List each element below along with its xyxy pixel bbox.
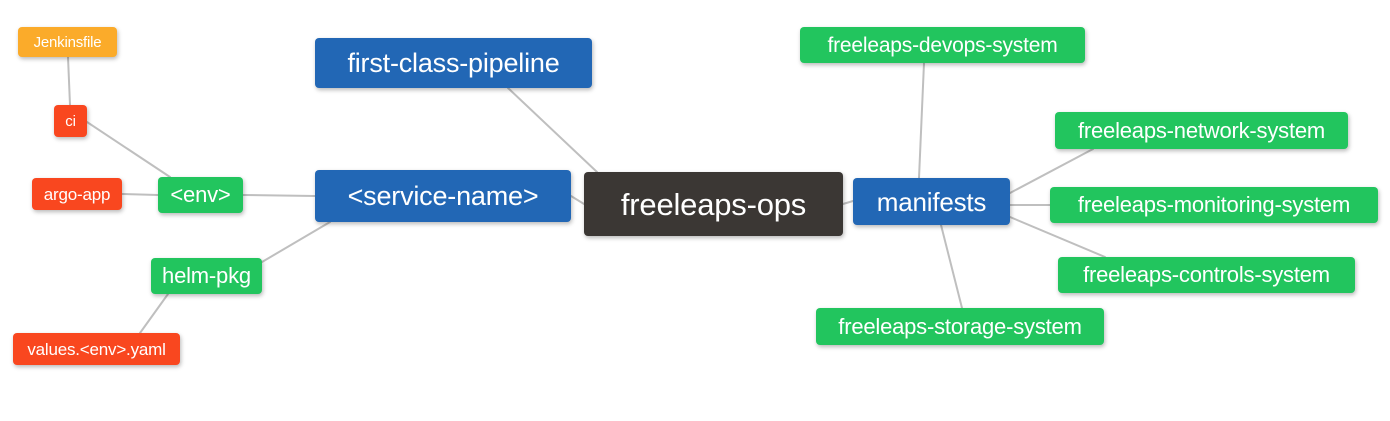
node-label-freeleaps-network-system: freeleaps-network-system bbox=[1077, 117, 1326, 143]
node-freeleaps-storage-system[interactable]: freeleaps-storage-system bbox=[816, 308, 1104, 345]
edge-manifests-to-freeleaps-storage-system bbox=[940, 224, 963, 309]
node-label-freeleaps-ops: freeleaps-ops bbox=[620, 186, 807, 222]
node-label-manifests: manifests bbox=[876, 186, 987, 217]
node-service-name[interactable]: <service-name> bbox=[315, 170, 571, 222]
node-label-freeleaps-storage-system: freeleaps-storage-system bbox=[838, 313, 1082, 339]
node-jenkinsfile[interactable]: Jenkinsfile bbox=[18, 27, 117, 57]
node-freeleaps-monitoring-system[interactable]: freeleaps-monitoring-system bbox=[1050, 187, 1378, 223]
node-helm-pkg[interactable]: helm-pkg bbox=[151, 258, 262, 294]
edge-freeleaps-ops-to-service-name bbox=[570, 195, 585, 205]
node-label-ci: ci bbox=[65, 112, 76, 130]
node-argo-app[interactable]: argo-app bbox=[32, 178, 122, 210]
node-first-class-pipeline[interactable]: first-class-pipeline bbox=[315, 38, 592, 88]
edge-manifests-to-freeleaps-devops-system bbox=[918, 62, 925, 179]
node-label-jenkinsfile: Jenkinsfile bbox=[33, 33, 102, 51]
node-label-first-class-pipeline: first-class-pipeline bbox=[347, 47, 560, 78]
node-label-service-name: <service-name> bbox=[347, 180, 539, 211]
node-env[interactable]: <env> bbox=[158, 177, 243, 213]
edge-ci-to-jenkinsfile bbox=[67, 56, 71, 106]
node-freeleaps-devops-system[interactable]: freeleaps-devops-system bbox=[800, 27, 1085, 63]
node-label-helm-pkg: helm-pkg bbox=[162, 263, 251, 288]
edge-manifests-to-freeleaps-controls-system bbox=[1009, 216, 1106, 258]
edge-freeleaps-ops-to-first-class-pipeline bbox=[507, 87, 598, 173]
node-freeleaps-ops[interactable]: freeleaps-ops bbox=[584, 172, 843, 236]
edge-env-to-argo-app bbox=[121, 193, 159, 196]
node-ci[interactable]: ci bbox=[54, 105, 87, 137]
node-values-yaml[interactable]: values.<env>.yaml bbox=[13, 333, 180, 365]
edge-service-name-to-env bbox=[242, 194, 316, 197]
edge-freeleaps-ops-to-manifests bbox=[842, 200, 854, 205]
node-label-argo-app: argo-app bbox=[43, 184, 111, 204]
node-label-freeleaps-monitoring-system: freeleaps-monitoring-system bbox=[1077, 192, 1351, 217]
node-label-freeleaps-controls-system: freeleaps-controls-system bbox=[1083, 262, 1330, 287]
node-label-env: <env> bbox=[170, 182, 231, 207]
node-manifests[interactable]: manifests bbox=[853, 178, 1010, 225]
edge-env-to-ci bbox=[86, 121, 171, 178]
node-label-freeleaps-devops-system: freeleaps-devops-system bbox=[827, 33, 1058, 57]
edge-helm-pkg-to-values-yaml bbox=[139, 293, 169, 334]
node-freeleaps-network-system[interactable]: freeleaps-network-system bbox=[1055, 112, 1348, 149]
node-label-values-yaml: values.<env>.yaml bbox=[27, 339, 166, 359]
node-freeleaps-controls-system[interactable]: freeleaps-controls-system bbox=[1058, 257, 1355, 293]
edge-service-name-to-helm-pkg bbox=[261, 221, 331, 263]
